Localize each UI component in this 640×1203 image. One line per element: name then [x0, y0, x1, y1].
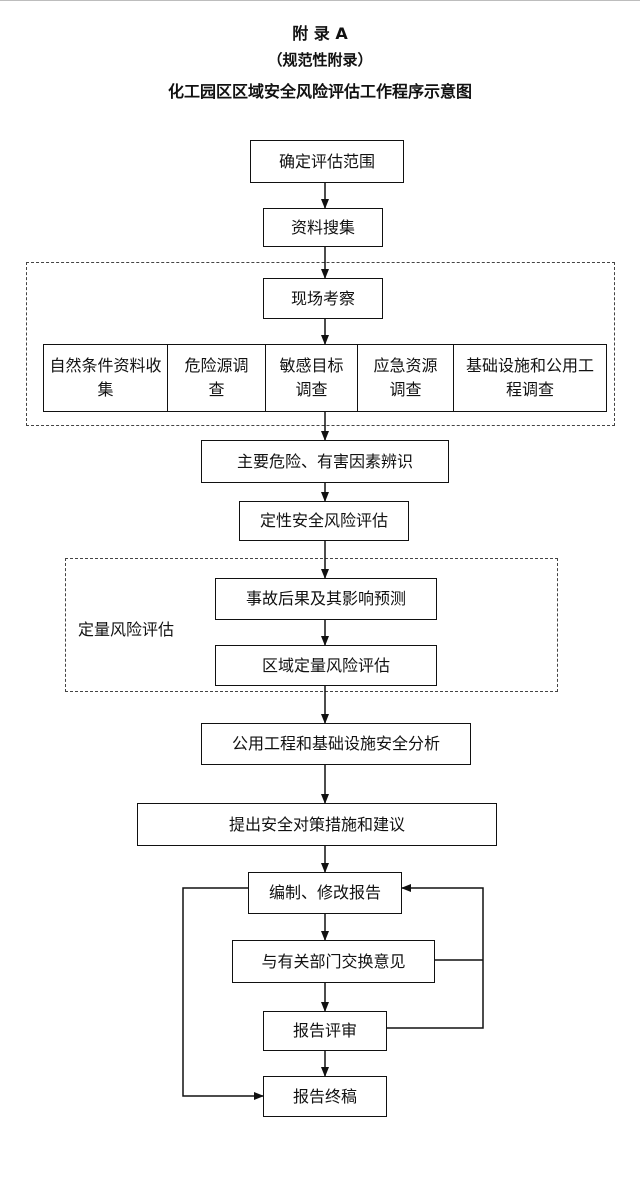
survey-hazard-sources: 危险源调查 [167, 344, 265, 412]
step-define-scope: 确定评估范围 [250, 140, 404, 183]
step-exchange-opinions: 与有关部门交换意见 [232, 940, 435, 983]
arrow-compile-to-final-bypass [182, 887, 264, 1100]
survey-sensitive-targets: 敏感目标调查 [265, 344, 357, 412]
step-hazard-identification: 主要危险、有害因素辨识 [201, 440, 449, 483]
arrow-review-feedback-to-compile [387, 884, 484, 1029]
survey-emergency-resources: 应急资源调查 [357, 344, 453, 412]
appendix-title: 附 录 A [292, 24, 348, 43]
step-consequence-prediction: 事故后果及其影响预测 [215, 578, 437, 620]
step-collect-data: 资料搜集 [263, 208, 383, 247]
step-regional-quantitative: 区域定量风险评估 [215, 645, 437, 686]
step-compile-report: 编制、修改报告 [248, 872, 402, 914]
step-utility-safety-analysis: 公用工程和基础设施安全分析 [201, 723, 471, 765]
appendix-subtitle: （规范性附录） [267, 51, 373, 69]
step-final-report: 报告终稿 [263, 1076, 387, 1117]
step-safety-measures: 提出安全对策措施和建议 [137, 803, 497, 846]
survey-natural-conditions: 自然条件资料收集 [43, 344, 167, 412]
quantitative-group [65, 558, 558, 692]
quantitative-group-label: 定量风险评估 [78, 620, 175, 639]
step-site-survey: 现场考察 [263, 278, 383, 319]
top-rule [0, 0, 640, 1]
diagram-caption: 化工园区区域安全风险评估工作程序示意图 [167, 82, 472, 101]
step-qualitative-assessment: 定性安全风险评估 [239, 501, 409, 541]
survey-group [26, 262, 615, 426]
survey-infrastructure: 基础设施和公用工程调查 [453, 344, 607, 412]
